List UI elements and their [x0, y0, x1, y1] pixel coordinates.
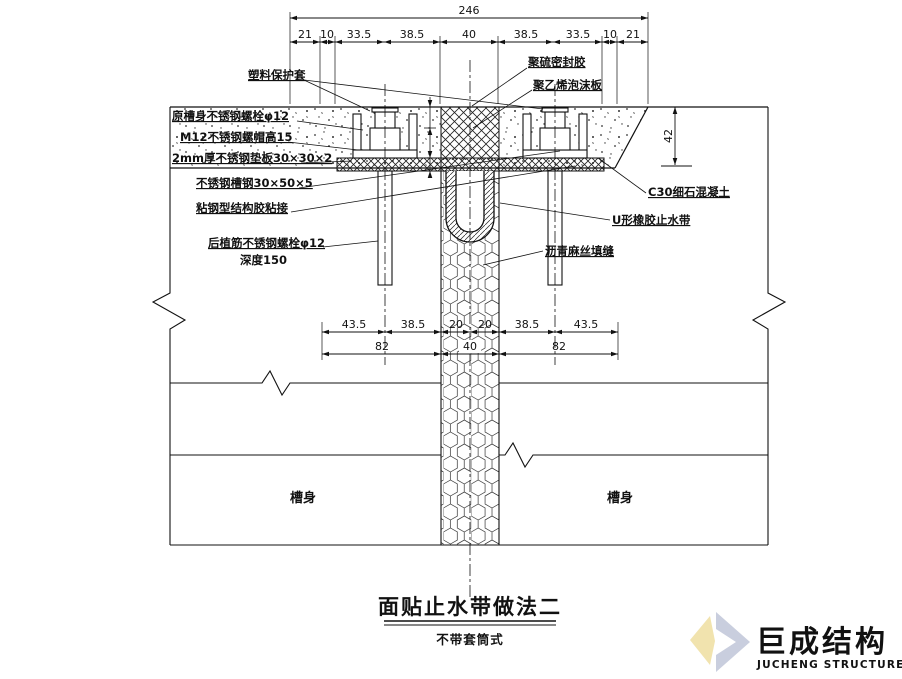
dim-top-seg-8: 21 — [626, 28, 640, 41]
dim-top-seg-3: 38.5 — [400, 28, 425, 41]
callout-pad: 2mm厚不锈钢垫板30×30×2 — [172, 151, 332, 165]
leader-lines — [287, 67, 647, 266]
dim-top-seg-2: 33.5 — [347, 28, 372, 41]
u-waterstop — [445, 171, 495, 243]
callout-foam-board: 聚乙烯泡沫板 — [532, 78, 602, 92]
dim-top-seg-6: 33.5 — [566, 28, 591, 41]
callout-nut: M12不锈钢螺帽高15 — [180, 130, 292, 144]
chamfer-edge — [614, 106, 649, 169]
callout-waterstop: U形橡胶止水带 — [612, 213, 691, 227]
drawing-subtitle: 不带套筒式 — [436, 632, 504, 647]
title-block: 面贴止水带做法二 不带套筒式 — [378, 595, 562, 647]
dim-top-total: 246 — [459, 4, 480, 17]
callout-adhesive: 粘钢型结构胶粘接 — [196, 201, 288, 215]
callout-channel: 不锈钢槽钢30×50×5 — [196, 176, 313, 190]
top-dimension-chain — [289, 12, 649, 104]
dim-mid-seg-1: 38.5 — [401, 318, 426, 331]
callout-plastic-cap: 塑料保护套 — [248, 68, 306, 82]
dim-mid-seg-2: 20 — [449, 318, 463, 331]
dim-slab-height: 42 — [662, 129, 675, 143]
dim-mid-seg-0: 43.5 — [342, 318, 367, 331]
dim-mid-total-1: 40 — [463, 340, 477, 353]
callout-concrete: C30细石混凝土 — [648, 185, 730, 199]
company-logo: 巨成结构 JUCHENG STRUCTURE — [690, 612, 902, 672]
dim-mid-seg-3: 20 — [478, 318, 492, 331]
label-channel-body-right: 槽身 — [607, 490, 633, 506]
wall-outline — [151, 107, 787, 546]
callout-sealant: 聚硫密封胶 — [527, 55, 586, 69]
dim-top-seg-1: 10 — [320, 28, 334, 41]
dim-mid-seg-5: 43.5 — [574, 318, 599, 331]
logo-text-cn: 巨成结构 — [756, 625, 888, 660]
drawing-title: 面贴止水带做法二 — [378, 595, 562, 619]
callout-post-bolt: 后植筋不锈钢螺栓φ12 — [208, 236, 325, 250]
dim-top-seg-7: 10 — [603, 28, 617, 41]
dim-top-seg-5: 38.5 — [514, 28, 539, 41]
logo-mark-yellow — [690, 616, 715, 665]
callout-joint-filler: 沥青麻丝填缝 — [545, 244, 614, 258]
label-channel-body-left: 槽身 — [290, 490, 316, 506]
callout-orig-bolt: 原槽身不锈钢螺栓φ12 — [172, 109, 289, 123]
callout-post-bolt-depth: 深度150 — [240, 253, 287, 267]
slab-height-dim — [661, 107, 692, 167]
dim-mid-total-0: 82 — [375, 340, 389, 353]
dim-top-seg-0: 21 — [298, 28, 312, 41]
dim-top-seg-4: 40 — [462, 28, 476, 41]
dim-mid-seg-4: 38.5 — [515, 318, 540, 331]
centerlines — [384, 60, 556, 600]
logo-text-en: JUCHENG STRUCTURE — [756, 659, 902, 671]
dim-mid-total-2: 82 — [552, 340, 566, 353]
stainless-plate-strip — [336, 157, 605, 172]
